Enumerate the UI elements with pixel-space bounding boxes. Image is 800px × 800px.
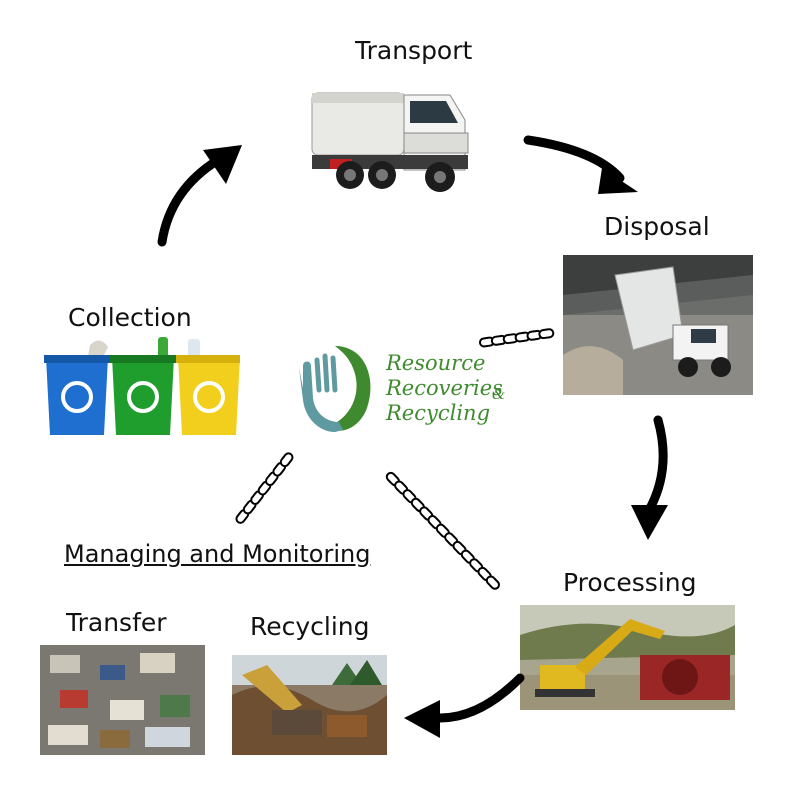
stage-label-recycling: Recycling [250,612,370,641]
logo-text-line3: Recycling [386,401,491,425]
stage-label-collection: Collection [68,303,192,332]
arrow-collection-to-transport [157,155,223,247]
processing-excavator-image [520,605,735,710]
logo-text-ampersand: & [492,385,506,403]
arrow-disposal-to-processing [643,415,668,517]
recycling-scrap-image [232,655,387,755]
arrow-processing-to-recycling [435,673,525,723]
transport-truck-image [300,75,500,205]
chain-to-managing [235,452,294,524]
stage-label-processing: Processing [563,568,697,597]
stage-label-transport: Transport [355,36,473,65]
stage-label-disposal: Disposal [604,212,710,241]
stage-label-transfer: Transfer [66,608,167,637]
logo-text-line2: Recoveries [386,376,503,400]
disposal-dump-image [563,255,753,395]
logo-text-line1: Resource [386,351,486,375]
managing-monitoring-label: Managing and Monitoring [64,540,371,568]
logo-hands-icon [293,338,383,438]
chain-to-processing [385,471,500,590]
collection-bins-image [40,335,240,445]
transfer-waste-image [40,645,205,755]
chain-to-disposal [478,328,555,348]
arrow-transport-to-disposal [523,135,625,183]
